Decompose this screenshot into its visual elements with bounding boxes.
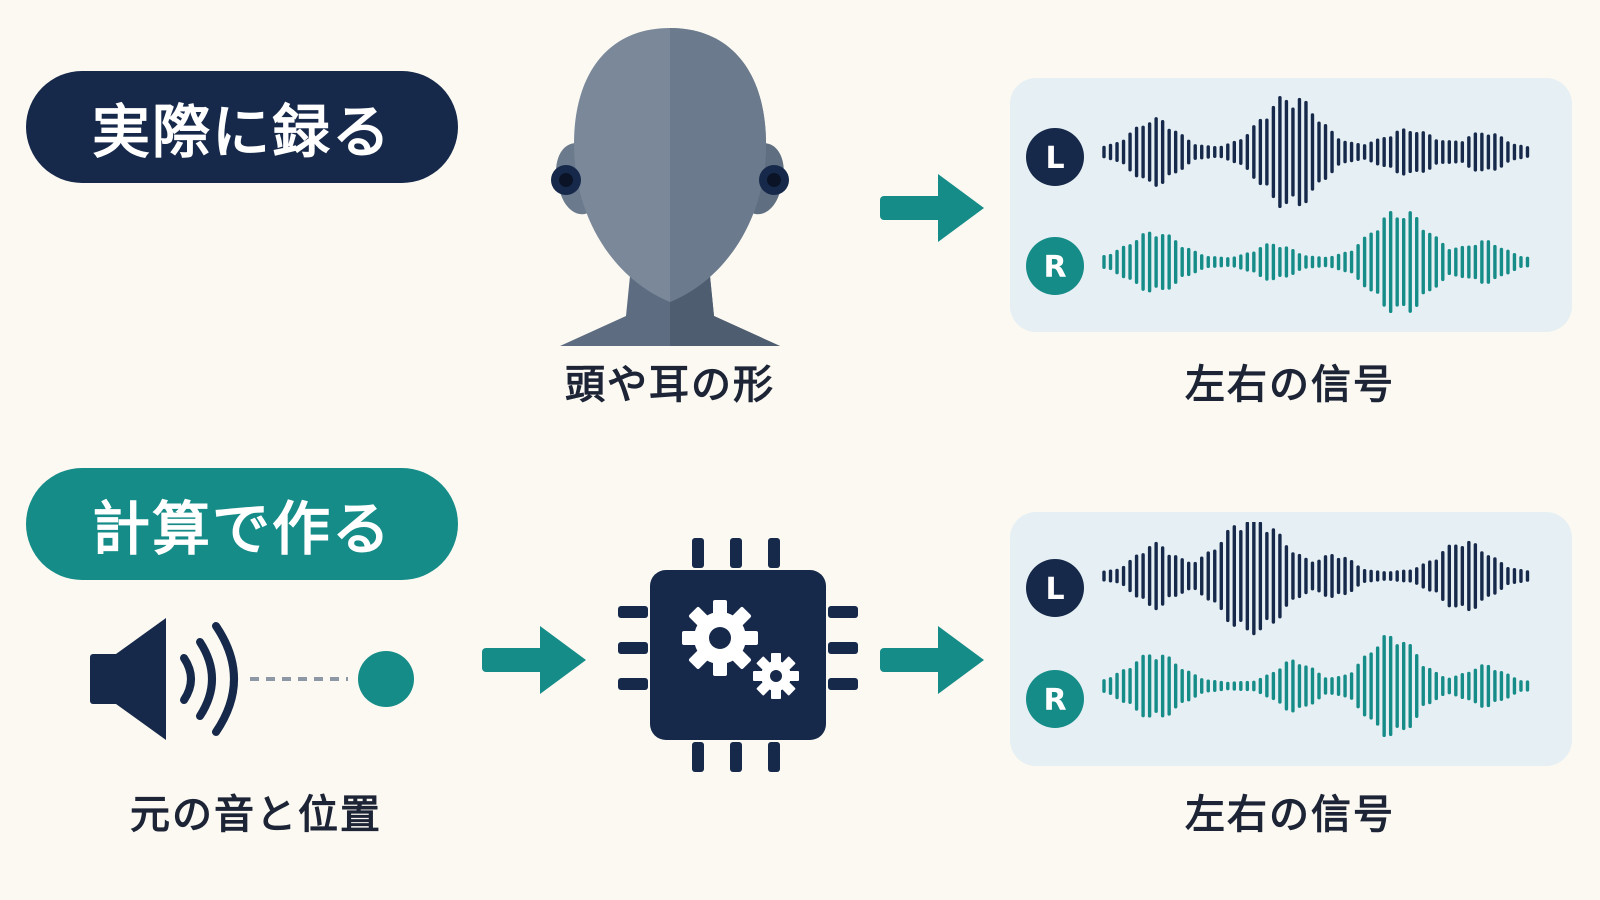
right-channel-badge: R	[1026, 237, 1084, 295]
recorded-signal-caption: 左右の信号	[1185, 362, 1395, 408]
recorded-signal-panel	[1010, 78, 1572, 332]
sound-source-dot-icon	[358, 651, 414, 707]
right-channel-badge-2: R	[1026, 670, 1084, 728]
left-channel-badge-2: L	[1026, 559, 1084, 617]
left-channel-badge: L	[1026, 128, 1084, 186]
gears-icon	[682, 600, 799, 699]
computed-signal-panel	[1010, 512, 1572, 766]
recorded-label: 実際に録る	[26, 71, 458, 183]
computed-signal-caption: 左右の信号	[1185, 792, 1395, 838]
left-badge-text-2: L	[1045, 572, 1064, 607]
head-caption: 頭や耳の形	[565, 362, 775, 408]
recorded-waveforms	[1102, 95, 1530, 314]
left-badge-text: L	[1045, 141, 1064, 176]
speaker-icon	[90, 618, 414, 740]
right-badge-text: R	[1043, 250, 1066, 285]
computed-waveforms	[1102, 522, 1530, 738]
right-badge-text-2: R	[1043, 683, 1066, 718]
arrow-right-icon	[880, 174, 984, 242]
head-with-ear-microphones-icon	[551, 28, 789, 346]
source-caption: 元の音と位置	[130, 792, 382, 838]
arrow-right-icon-3	[880, 626, 984, 694]
processor-chip-icon	[618, 538, 858, 772]
computed-label: 計算で作る	[26, 468, 458, 580]
arrow-right-icon-2	[482, 626, 586, 694]
